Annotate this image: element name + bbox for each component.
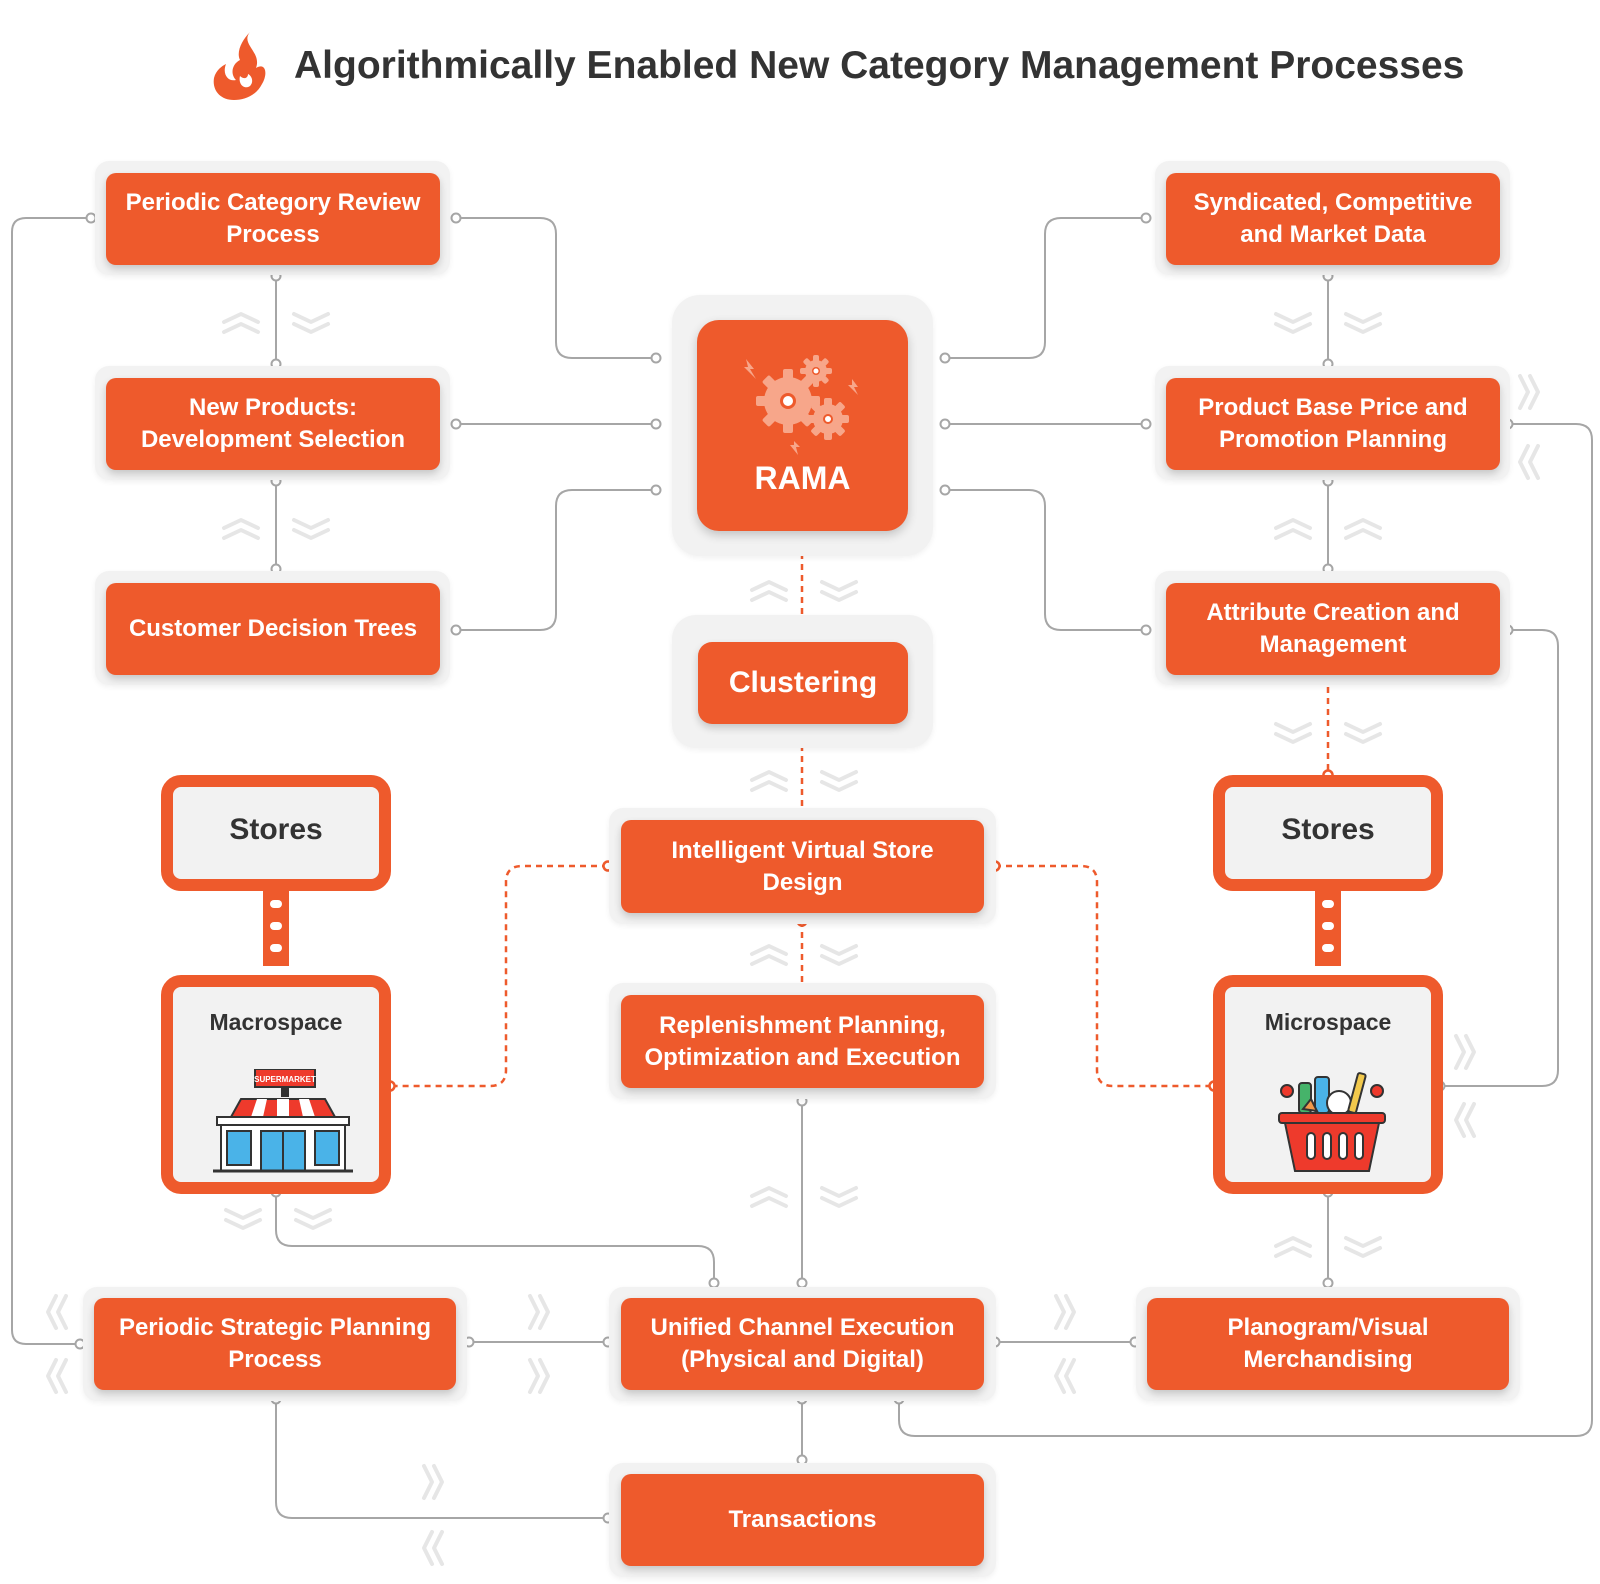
chevron-down-icon	[224, 1208, 262, 1230]
connector-dot	[1140, 212, 1152, 224]
connector-dot	[650, 352, 662, 364]
clustering-node[interactable]: Clustering	[698, 642, 908, 724]
chevron-right-icon	[1454, 1034, 1476, 1070]
stores-left-node[interactable]: Stores	[161, 775, 391, 891]
connector-dot	[450, 624, 462, 636]
chevron-left-icon	[1518, 444, 1540, 480]
chevron-right-icon	[422, 1464, 444, 1500]
chevron-up-icon	[750, 1186, 788, 1208]
chevron-right-icon	[1518, 374, 1540, 410]
chevron-down-icon	[292, 312, 330, 334]
new-products-node[interactable]: New Products: Development Selection	[106, 378, 440, 470]
connector-line	[1440, 629, 1559, 1087]
chevron-up-icon	[222, 518, 260, 540]
connector-dot	[450, 212, 462, 224]
chevron-down-icon	[820, 580, 858, 602]
chevron-down-icon	[820, 770, 858, 792]
page-title: Algorithmically Enabled New Category Man…	[294, 44, 1465, 87]
connector-dot	[939, 484, 951, 496]
microspace-node[interactable]: Microspace	[1213, 975, 1443, 1194]
chain-connector-left	[263, 886, 289, 966]
chevron-down-icon	[1344, 312, 1382, 334]
connector-line	[275, 1192, 715, 1283]
rama-node[interactable]: RAMA	[697, 320, 908, 531]
supermarket-icon: SUPERMARKET	[213, 1069, 353, 1173]
syndicated-data-node[interactable]: Syndicated, Competitive and Market Data	[1166, 173, 1500, 265]
chevron-down-icon	[294, 1208, 332, 1230]
stores-right-label: Stores	[1281, 813, 1375, 846]
macrospace-label: Macrospace	[209, 1009, 343, 1035]
chevron-up-icon	[1274, 1236, 1312, 1258]
connector-dot	[1140, 624, 1152, 636]
transactions-node[interactable]: Transactions	[621, 1474, 984, 1566]
chevron-up-icon	[750, 580, 788, 602]
chevron-left-icon	[1454, 1102, 1476, 1138]
dashed-connector	[390, 864, 608, 1088]
chain-connector-right	[1315, 886, 1341, 966]
connector-dot	[650, 484, 662, 496]
chevron-right-icon	[528, 1358, 550, 1394]
chevron-left-icon	[46, 1294, 68, 1330]
chevron-down-icon	[292, 518, 330, 540]
chevron-right-icon	[1054, 1294, 1076, 1330]
connector-line	[456, 489, 656, 631]
connector-line	[898, 423, 1593, 1437]
connector-dot	[450, 418, 462, 430]
flame-logo-icon	[213, 32, 266, 100]
chevron-down-icon	[820, 1186, 858, 1208]
connector-line	[945, 217, 1146, 359]
chevron-up-icon	[1344, 518, 1382, 540]
attribute-creation-node[interactable]: Attribute Creation and Management	[1166, 583, 1500, 675]
connector-line	[456, 217, 656, 359]
gears-icon	[744, 355, 858, 455]
chevron-down-icon	[1274, 722, 1312, 744]
periodic-category-review-node[interactable]: Periodic Category Review Process	[106, 173, 440, 265]
connector-dot	[939, 352, 951, 364]
intelligent-virtual-store-design-node[interactable]: Intelligent Virtual Store Design	[621, 820, 984, 913]
connector-dot	[939, 418, 951, 430]
chevron-up-icon	[750, 770, 788, 792]
connector-line	[11, 217, 91, 1345]
chevron-left-icon	[1054, 1358, 1076, 1394]
chevron-up-icon	[222, 312, 260, 334]
connector-dot	[1140, 418, 1152, 430]
chevron-up-icon	[750, 944, 788, 966]
connector-line	[945, 489, 1146, 631]
chevron-down-icon	[1344, 722, 1382, 744]
unified-channel-execution-node[interactable]: Unified Channel Execution (Physical and …	[621, 1298, 984, 1390]
connector-line	[275, 1399, 608, 1519]
supermarket-sign: SUPERMARKET	[254, 1075, 316, 1084]
strategic-planning-node[interactable]: Periodic Strategic Planning Process	[94, 1298, 456, 1390]
chevron-left-icon	[422, 1530, 444, 1566]
connector-dot	[650, 418, 662, 430]
chevron-up-icon	[1274, 518, 1312, 540]
customer-decision-trees-node[interactable]: Customer Decision Trees	[106, 583, 440, 675]
base-price-promotion-node[interactable]: Product Base Price and Promotion Plannin…	[1166, 378, 1500, 470]
dashed-connector	[995, 864, 1214, 1088]
stores-right-node[interactable]: Stores	[1213, 775, 1443, 891]
planogram-node[interactable]: Planogram/Visual Merchandising	[1147, 1298, 1509, 1390]
chevron-down-icon	[820, 944, 858, 966]
grocery-basket-icon	[1278, 1072, 1386, 1172]
rama-label: RAMA	[754, 460, 851, 496]
chevron-right-icon	[528, 1294, 550, 1330]
chevron-down-icon	[1344, 1236, 1382, 1258]
replenishment-node[interactable]: Replenishment Planning, Optimization and…	[621, 995, 984, 1088]
microspace-label: Microspace	[1264, 1009, 1392, 1035]
chevron-left-icon	[46, 1358, 68, 1394]
chevron-down-icon	[1274, 312, 1312, 334]
stores-left-label: Stores	[229, 813, 323, 846]
macrospace-node[interactable]: Macrospace SUPERMARKET	[161, 975, 391, 1194]
